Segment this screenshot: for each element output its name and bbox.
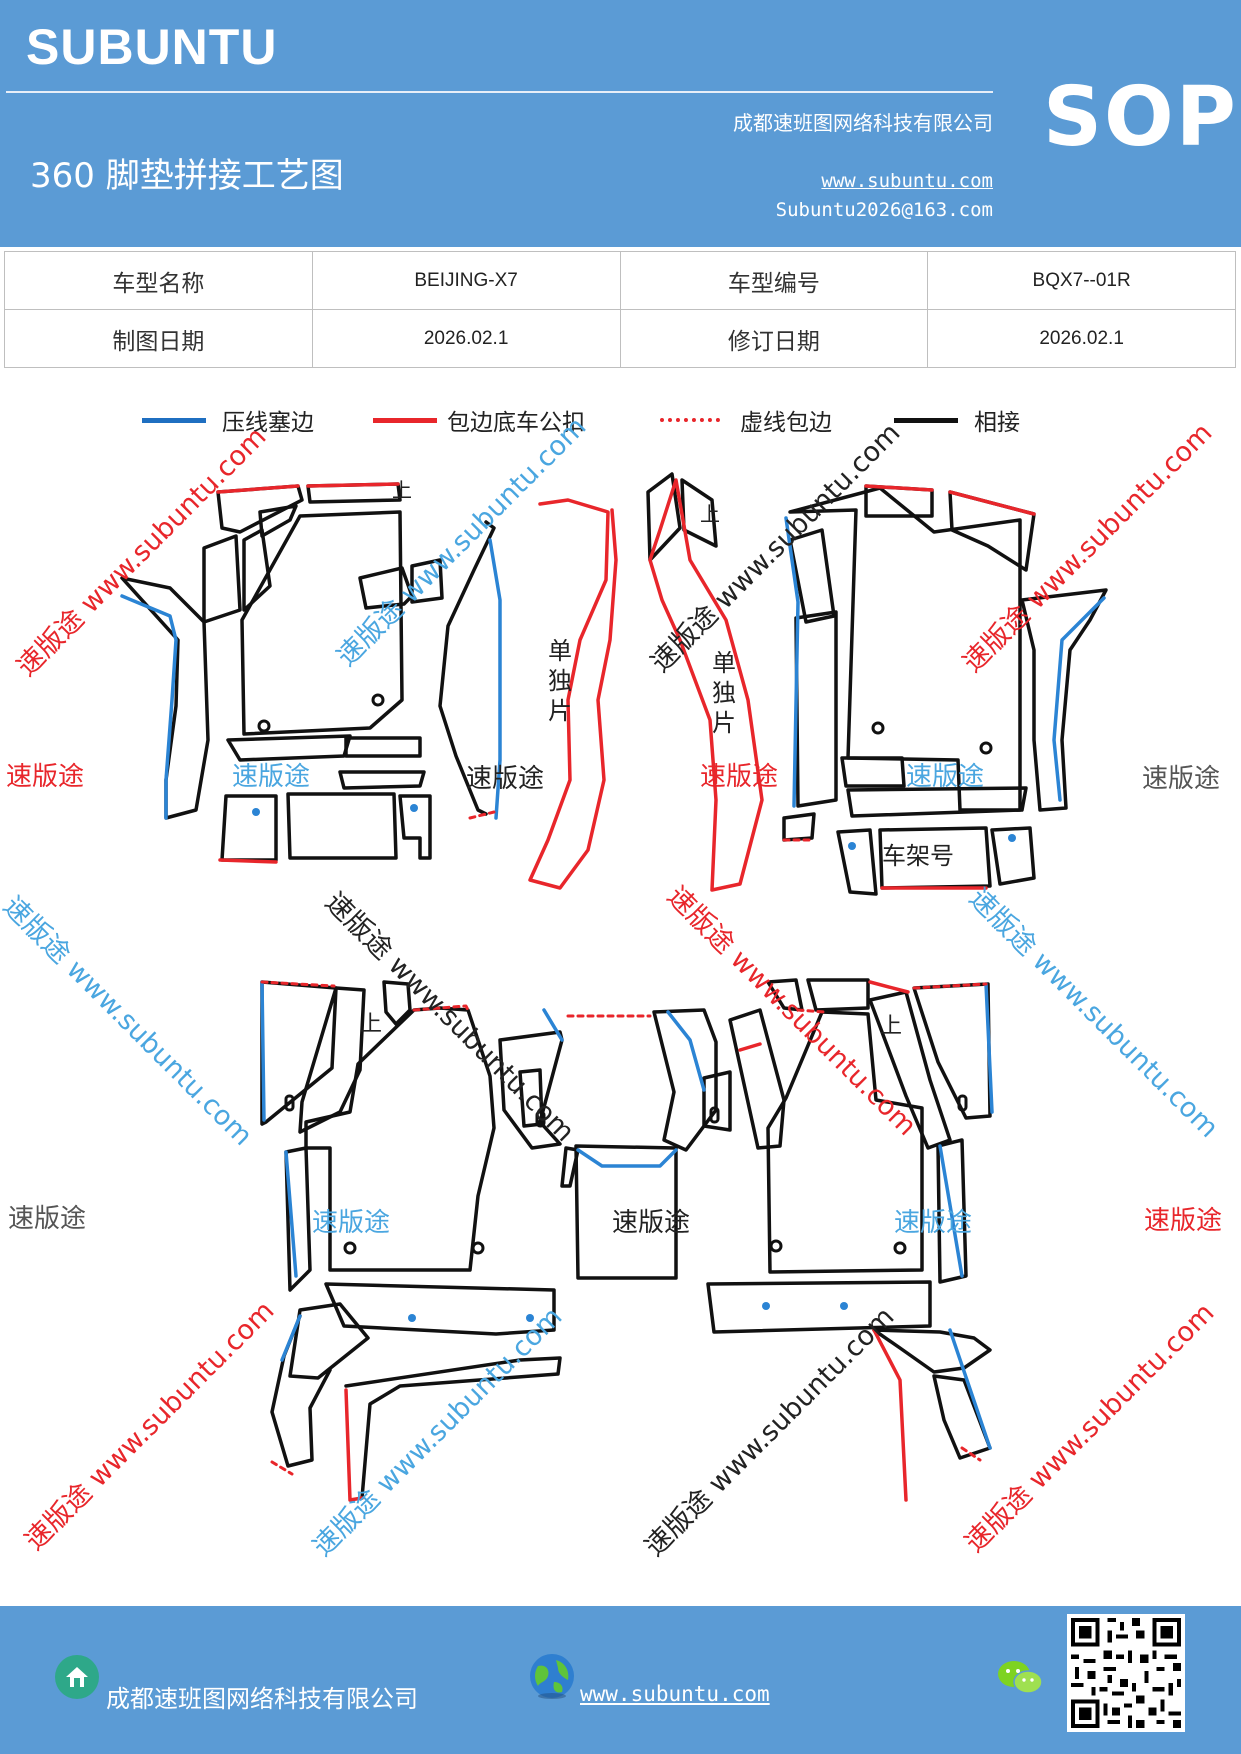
header-company-name: 成都速班图网络科技有限公司 xyxy=(733,111,993,135)
legend-blue-line-swatch xyxy=(142,417,206,423)
legend-label: 压线塞边 xyxy=(222,410,314,436)
model-name-value: BEIJING-X7 xyxy=(311,251,621,310)
single-piece-label-right: 单独片 xyxy=(712,649,736,737)
legend-black-solid: 相接 xyxy=(894,402,1020,438)
brand-logo-text: SUBUNTU xyxy=(26,19,278,75)
watermark-text: 速版途 xyxy=(312,1208,391,1238)
watermark-text: 速版途 xyxy=(894,1208,973,1238)
legend-label: 包边底车公扣 xyxy=(447,410,585,436)
legend-red-dotted: 虚线包边 xyxy=(660,402,832,438)
watermark-text: 速版途 xyxy=(906,762,985,792)
floor-mat-diagram: 单独片 单独片 上 上 上 上 车架号 速版途 速版途 速版途 速版途 速版途 … xyxy=(0,411,1241,1600)
watermark-text: 速版途 xyxy=(232,762,311,792)
table-row: 制图日期 2026.02.1 修订日期 2026.02.1 xyxy=(4,309,1236,368)
mat-red-edges xyxy=(216,478,1036,1502)
footer-website-link[interactable]: www.subuntu.com xyxy=(580,1682,770,1706)
watermark-text: 速版途 xyxy=(1142,764,1221,794)
mat-holes xyxy=(257,693,993,1255)
frame-number-label: 车架号 xyxy=(882,842,954,870)
legend-label: 相接 xyxy=(974,410,1020,436)
page-footer: 成都速班图网络科技有限公司 www.subuntu.com xyxy=(0,1606,1241,1754)
revise-date-label: 修订日期 xyxy=(619,309,929,368)
watermark-text: 速版途 xyxy=(466,764,545,794)
up-label: 上 xyxy=(360,1012,383,1037)
model-code-value: BQX7--01R xyxy=(927,251,1236,310)
up-label: 上 xyxy=(880,1014,903,1039)
qr-code xyxy=(1067,1614,1185,1732)
header-divider xyxy=(6,91,993,93)
watermark-text: 速版途 xyxy=(700,762,779,792)
watermark-text: 速版途 xyxy=(6,762,85,792)
up-label: 上 xyxy=(392,478,412,502)
legend-blue-solid: 压线塞边 xyxy=(142,402,314,438)
mat-pieces-drawing xyxy=(120,472,1108,1502)
mat-blue-dots xyxy=(252,804,1016,1322)
single-piece-label-left: 单独片 xyxy=(548,637,572,725)
draw-date-value: 2026.02.1 xyxy=(311,309,621,368)
doc-type-label: SOP xyxy=(1043,70,1238,165)
footer-company-name: 成都速班图网络科技有限公司 xyxy=(106,1685,418,1713)
up-label: 上 xyxy=(700,502,720,526)
table-row: 车型名称 BEIJING-X7 车型编号 BQX7--01R xyxy=(4,251,1236,310)
home-icon xyxy=(55,1655,99,1699)
model-code-label: 车型编号 xyxy=(619,251,929,310)
mat-blue-edges xyxy=(120,516,1106,1450)
watermark-text: 速版途 xyxy=(612,1208,691,1238)
revise-date-value: 2026.02.1 xyxy=(927,309,1236,368)
header-website-link[interactable]: www.subuntu.com xyxy=(821,170,993,192)
header-email[interactable]: Subuntu2026@163.com xyxy=(775,199,993,221)
model-name-label: 车型名称 xyxy=(4,251,313,310)
page-header: SUBUNTU 360 脚垫拼接工艺图 成都速班图网络科技有限公司 www.su… xyxy=(0,0,1241,247)
document-title: 360 脚垫拼接工艺图 xyxy=(30,156,344,196)
legend-red-dotted-swatch xyxy=(660,418,720,422)
legend-black-line-swatch xyxy=(894,417,958,423)
draw-date-label: 制图日期 xyxy=(4,309,313,368)
mat-piece-outlines xyxy=(120,472,1108,1500)
mat-dotted-edges xyxy=(260,810,988,1476)
watermark-text: 速版途 xyxy=(1144,1206,1223,1236)
globe-icon xyxy=(530,1654,574,1699)
legend-label: 虚线包边 xyxy=(740,410,832,436)
legend-red-solid: 包边底车公扣 xyxy=(373,402,585,438)
watermark-text: 速版途 xyxy=(8,1204,87,1234)
wechat-icon[interactable] xyxy=(996,1658,1044,1698)
legend-red-line-swatch xyxy=(373,417,437,423)
vehicle-info-table: 车型名称 BEIJING-X7 车型编号 BQX7--01R 制图日期 2026… xyxy=(4,251,1236,368)
